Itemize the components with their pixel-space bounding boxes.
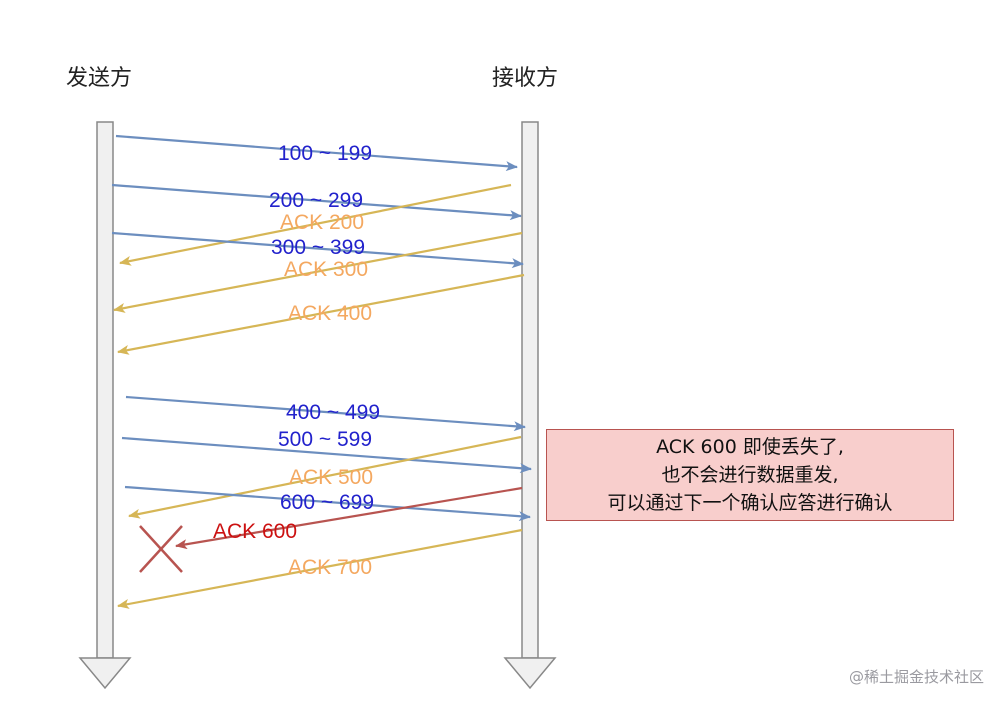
lost-cross-icon	[139, 525, 183, 573]
ack-arrow	[117, 528, 523, 609]
sender-lifeline	[78, 121, 132, 690]
ack-arrow	[128, 435, 522, 519]
ack-arrow	[113, 231, 523, 313]
receiver-title: 接收方	[492, 66, 559, 91]
sender-title: 发送方	[66, 66, 133, 91]
data-segment-label: 200 ~ 299	[269, 189, 363, 212]
ack-label: ACK 700	[288, 556, 372, 579]
data-segment-arrow	[124, 485, 531, 522]
data-segment-label: 300 ~ 399	[271, 236, 365, 259]
data-segment-arrow	[115, 134, 518, 172]
watermark: @稀土掘金技术社区	[848, 668, 984, 686]
ack-label: ACK 200	[280, 211, 364, 234]
data-segment-arrow	[121, 436, 532, 474]
receiver-lifeline	[503, 121, 557, 690]
note-line: 可以通过下一个确认应答进行确认	[607, 492, 893, 514]
note-line: ACK 600 即使丢失了,	[656, 436, 844, 458]
data-segment-arrow	[111, 183, 522, 221]
ack-label: ACK 400	[288, 302, 372, 325]
ack-arrow	[117, 273, 525, 355]
data-segment-label: 500 ~ 599	[278, 428, 372, 451]
ack-arrow	[119, 183, 512, 266]
ack-label: ACK 500	[289, 466, 373, 489]
data-segment-label: 100 ~ 199	[278, 142, 372, 165]
ack-label: ACK 300	[284, 258, 368, 281]
message-arrows	[111, 134, 532, 609]
data-segment-arrow	[125, 395, 526, 432]
lost-ack-arrow	[175, 486, 523, 550]
data-segment-label: 600 ~ 699	[280, 491, 374, 514]
data-segment-label: 400 ~ 499	[286, 401, 380, 424]
data-segment-arrow	[111, 231, 524, 269]
lost-ack-note: ACK 600 即使丢失了, 也不会进行数据重发, 可以通过下一个确认应答进行确…	[546, 429, 954, 521]
lost-ack-label: ACK 600	[213, 520, 297, 543]
note-line: 也不会进行数据重发,	[661, 464, 839, 486]
